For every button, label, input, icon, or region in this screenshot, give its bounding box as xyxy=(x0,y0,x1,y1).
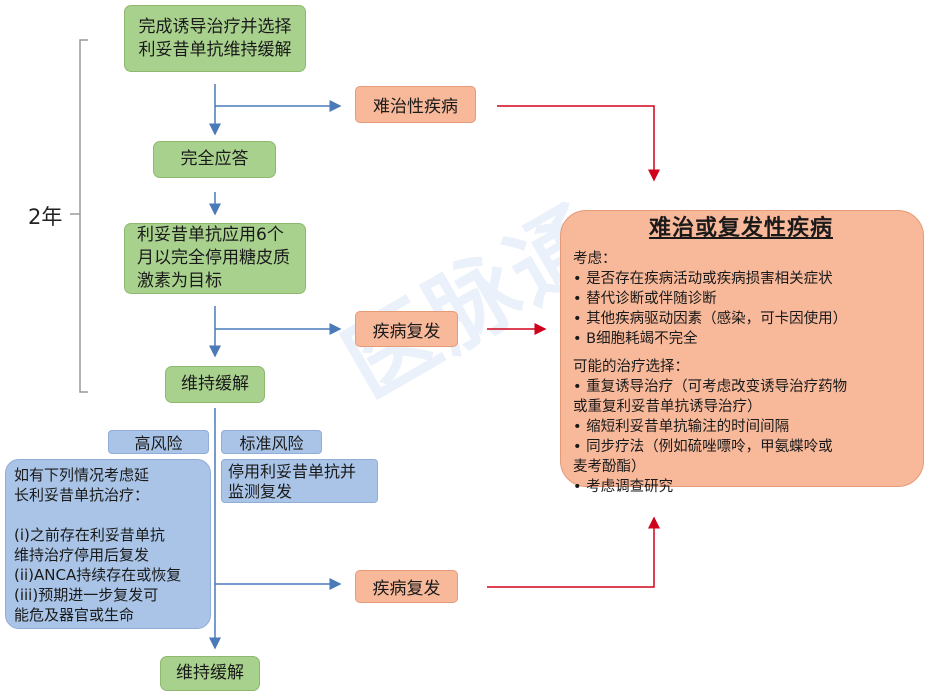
refractory-box: 难治性疾病 xyxy=(355,86,476,123)
consider-item: • B细胞耗竭不完全 xyxy=(573,331,698,347)
treatment-item: • 重复诱导治疗（可考虑改变诱导治疗药物 xyxy=(573,379,848,395)
consider-item: • 是否存在疾病活动或疾病损害相关症状 xyxy=(573,271,833,287)
maintenance-box-1: 维持缓解 xyxy=(165,366,265,403)
relapse-box-2: 疾病复发 xyxy=(355,570,458,603)
two-year-label: 2年 xyxy=(28,205,63,229)
refractory-relapse-box: 难治或复发性疾病 考虑： • 是否存在疾病活动或疾病损害相关症状 • 替代诊断或… xyxy=(560,210,924,495)
big-box-title: 难治或复发性疾病 xyxy=(648,216,833,241)
rtx-goal-line: 利妥昔单抗应用6个 xyxy=(137,225,284,245)
standard-risk-label: 标准风险 xyxy=(221,430,322,454)
extend-item-line: 能危及器官或生命 xyxy=(14,606,135,624)
treatment-item: • 同步疗法（例如硫唑嘌呤，甲氨蝶呤或 xyxy=(573,439,833,455)
relapse-box-1: 疾病复发 xyxy=(355,311,458,347)
two-year-bracket xyxy=(79,39,88,393)
treatment-item: • 考虑调查研究 xyxy=(573,479,674,495)
complete-response-box: 完全应答 xyxy=(153,141,276,178)
treatment-label: 可能的治疗选择： xyxy=(573,359,689,375)
extend-item-line: 维持治疗停用后复发 xyxy=(14,546,150,564)
treatment-item: 或重复利妥昔单抗诱导治疗） xyxy=(573,399,762,415)
extend-item-line: (ii)ANCA持续存在或恢复 xyxy=(14,566,182,584)
consider-item: • 替代诊断或伴随诊断 xyxy=(573,291,717,307)
high-risk-label: 高风险 xyxy=(108,430,209,454)
start-box: 完成诱导治疗并选择 利妥昔单抗维持缓解 xyxy=(124,5,306,72)
start-box-line: 完成诱导治疗并选择 xyxy=(138,16,292,37)
extend-rtx-box: 如有下列情况考虑延 长利妥昔单抗治疗： (i)之前存在利妥昔单抗 维持治疗停用后… xyxy=(5,459,211,629)
maintenance-box-2: 维持缓解 xyxy=(160,656,260,691)
stop-rtx-line: 监测复发 xyxy=(228,482,293,501)
treatment-item: 麦考酚酯） xyxy=(573,459,646,475)
consider-item: • 其他疾病驱动因素（感染，可卡因使用） xyxy=(573,311,848,327)
extend-item-line: (iii)预期进一步复发可 xyxy=(14,586,159,604)
rtx-goal-line: 激素为目标 xyxy=(137,271,222,291)
extend-intro-line: 如有下列情况考虑延 xyxy=(14,466,150,484)
rtx-goal-box: 利妥昔单抗应用6个 月以完全停用糖皮质 激素为目标 xyxy=(124,223,306,294)
stop-rtx-line: 停用利妥昔单抗并 xyxy=(228,462,357,481)
extend-intro-line: 长利妥昔单抗治疗： xyxy=(14,486,150,504)
extend-item-line: (i)之前存在利妥昔单抗 xyxy=(14,526,165,544)
start-box-line: 利妥昔单抗维持缓解 xyxy=(138,39,292,60)
consider-label: 考虑： xyxy=(573,251,617,267)
rtx-goal-line: 月以完全停用糖皮质 xyxy=(137,248,290,268)
treatment-item: • 缩短利妥昔单抗输注的时间间隔 xyxy=(573,419,790,435)
stop-rtx-box: 停用利妥昔单抗并 监测复发 xyxy=(221,459,378,503)
